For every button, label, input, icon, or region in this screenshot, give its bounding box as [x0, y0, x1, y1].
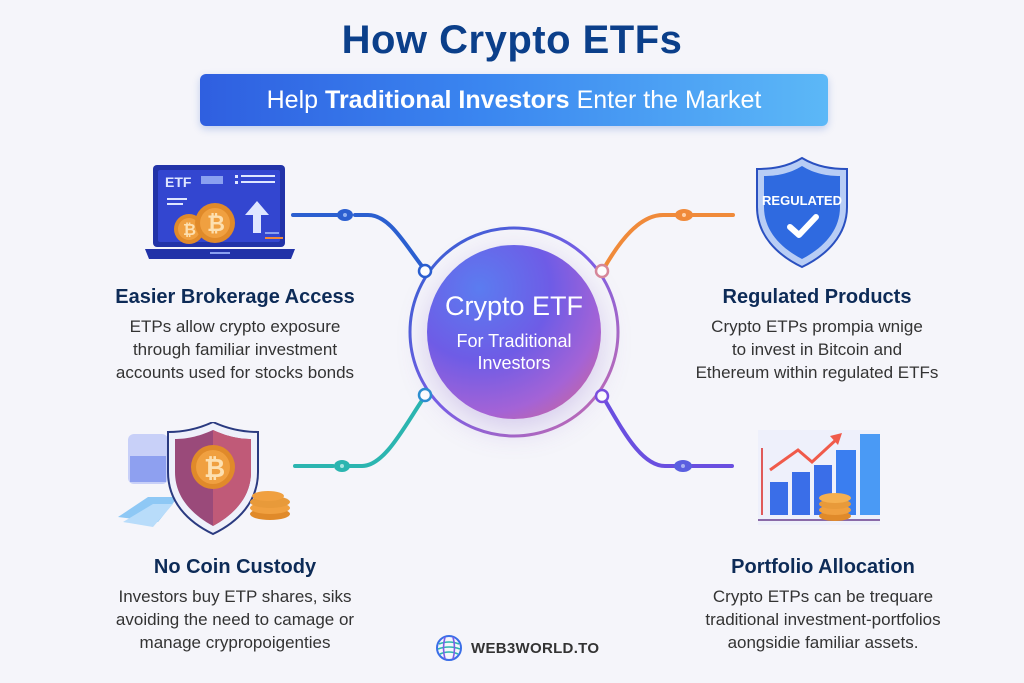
globe-logo-icon [436, 635, 462, 661]
connector-bottom-left [293, 387, 433, 472]
laptop-etf-bitcoin-icon: ETF ₿ ₿ [145, 163, 295, 268]
feature-desc-line: to invest in Bitcoin and [731, 340, 903, 359]
feature-heading: Portfolio Allocation [731, 556, 915, 578]
page-title: How Crypto ETFs [341, 18, 683, 62]
feature-desc-line: Ethereum within regulated ETFs [695, 363, 939, 382]
svg-text:₿: ₿ [183, 221, 196, 239]
svg-text:REGULATED: REGULATED [762, 193, 842, 208]
svg-text:₿: ₿ [204, 453, 225, 483]
feature-desc-line: accounts used for stocks bonds [115, 363, 355, 382]
feature-portfolio-allocation: Portfolio Allocation Crypto ETPs can be … [680, 556, 966, 654]
hub-title: Crypto ETF [444, 290, 584, 321]
svg-text:₿: ₿ [207, 211, 225, 236]
portfolio-growth-chart-icon [750, 420, 880, 535]
footer-brand: WEB3WORLD.TO [435, 633, 599, 663]
feature-no-coin-custody: No Coin Custody Investors buy ETP shares… [95, 556, 375, 654]
footer-brand-label: WEB3WORLD.TO [471, 639, 600, 657]
feature-desc-line: avoiding the need to camage or [115, 610, 355, 629]
subtitle-suffix: Enter the Market [576, 85, 762, 114]
subtitle-prefix: Help [266, 85, 319, 114]
connector-top-right [594, 209, 735, 279]
hub-line-1: For Traditional [456, 330, 572, 351]
hub-line-2: Investors [477, 352, 551, 373]
subtitle-emphasis: Traditional Investors [325, 85, 570, 114]
subtitle-banner: Help Traditional Investors Enter the Mar… [200, 74, 828, 126]
central-hub: Crypto ETF For Traditional Investors [427, 245, 601, 419]
feature-desc-line: Crypto ETPs can be trequare [712, 587, 934, 606]
feature-heading: No Coin Custody [153, 556, 317, 578]
feature-desc-line: ETPs allow crypto exposure [129, 317, 341, 336]
regulated-shield-icon: REGULATED [752, 155, 852, 275]
svg-text:ETF: ETF [165, 174, 192, 190]
feature-heading: Easier Brokerage Access [115, 286, 355, 308]
feature-desc-line: traditional investment-portfolios [705, 610, 941, 629]
feature-desc-line: manage crypropoigenties [139, 633, 331, 652]
feature-easier-brokerage-access: Easier Brokerage Access ETPs allow crypt… [95, 286, 375, 384]
connector-bottom-right [594, 388, 734, 472]
custody-shield-bitcoin-icon: ₿ [118, 420, 298, 542]
feature-desc-line: Investors buy ETP shares, siks [118, 587, 352, 606]
connector-top-left [291, 209, 433, 279]
feature-heading: Regulated Products [722, 286, 912, 308]
feature-desc-line: through familiar investment [132, 340, 338, 359]
feature-regulated-products: Regulated Products Crypto ETPs prompia w… [677, 286, 957, 384]
feature-desc-line: aongsidie familiar assets. [727, 633, 919, 652]
feature-desc-line: Crypto ETPs prompia wnige [711, 317, 923, 336]
